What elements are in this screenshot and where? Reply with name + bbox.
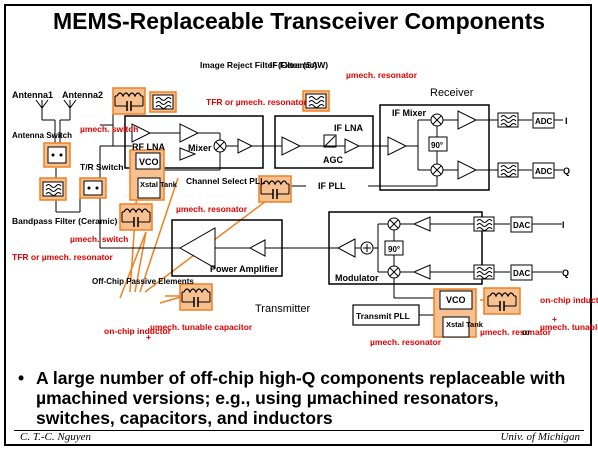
tfr-resonator-left-label: TFR or µmech. resonator — [12, 252, 113, 262]
footer-affiliation: Univ. of Michigan — [500, 431, 580, 443]
dac-i: DAC — [513, 221, 531, 230]
umech-resonator-bottom-left-label: µmech. resonator — [370, 337, 442, 347]
vco-left-label: VCO — [139, 157, 159, 167]
receiver-label: Receiver — [430, 87, 474, 99]
umech-switch-bottom-label: µmech. switch — [70, 234, 128, 244]
umech-resonator-mid-label: µmech. resonator — [176, 204, 248, 214]
power-amplifier-label: Power Amplifier — [210, 264, 279, 274]
mixer-label: Mixer — [188, 143, 212, 153]
on-chip-inductor-left-label: on-chip inductor — [104, 326, 172, 336]
dac-q: DAC — [513, 269, 531, 278]
umech-switch-top-label: µmech. switch — [80, 124, 138, 134]
receiver-chain — [100, 104, 563, 191]
antenna1-label: Antenna1 — [12, 90, 53, 100]
tx-q-input: Q — [562, 268, 569, 278]
tx-i-input: I — [562, 220, 565, 230]
antenna2-label: Antenna2 — [62, 90, 103, 100]
channel-select-pll-label: Channel Select PLL — [186, 176, 265, 186]
mems-replaceable-components — [39, 87, 521, 338]
if-lna-label: IF LNA — [334, 123, 363, 133]
xtal-tank-left-label: Xstal Tank — [140, 180, 178, 189]
modulator-label: Modulator — [335, 273, 379, 283]
umech-resonator-bottom-mid-label: µmech. resonator — [480, 327, 552, 337]
plus-left: + — [146, 332, 151, 342]
or-word: or — [522, 327, 531, 337]
transmitter-label: Transmitter — [255, 303, 311, 315]
rx-phase-shifter: 90° — [431, 141, 443, 150]
umech-resonator-top-label: µmech. resonator — [346, 70, 418, 80]
plus-right: + — [552, 314, 557, 324]
if-pll-label: IF PLL — [318, 181, 346, 191]
rf-lna-label: RF LNA — [132, 142, 165, 152]
on-chip-inductor-right-label: on-chip inductor — [540, 295, 598, 305]
tx-phase-shifter: 90° — [388, 245, 400, 254]
bandpass-filter-label: Bandpass Filter (Ceramic) — [12, 216, 118, 226]
tfr-resonator-top-label: TFR or µmech. resonator — [206, 97, 307, 107]
transmitter-chain — [99, 211, 562, 326]
slide-frame — [4, 4, 592, 446]
agc-label: AGC — [323, 155, 344, 165]
if-mixer-label: IF Mixer — [392, 108, 427, 118]
tr-switch-label: T/R Switch — [80, 162, 123, 172]
if-filter-label: IF Filter (SAW) — [270, 60, 328, 70]
adc-i: ADC — [535, 117, 553, 126]
footer-divider — [14, 430, 584, 431]
umech-tunable-cap-left-label: µmech. tunable capacitor — [150, 322, 253, 332]
vco-right-label: VCO — [446, 295, 466, 305]
transmit-pll-label: Transmit PLL — [356, 311, 410, 321]
rx-q-output: Q — [563, 166, 570, 176]
antenna-switch-label: Antenna Switch — [12, 131, 72, 140]
bullet-text: A large number of off-chip high-Q compon… — [36, 368, 566, 428]
xtal-tank-right-label: Xstal Tank — [446, 320, 484, 329]
off-chip-passive-label: Off-Chip Passive Elements — [92, 277, 194, 286]
rx-i-output: I — [565, 116, 568, 126]
slide-title: MEMS-Replaceable Transceiver Components — [52, 8, 546, 34]
adc-q: ADC — [535, 167, 553, 176]
bullet-mark: • — [18, 368, 25, 388]
footer-author: C. T.-C. Nguyen — [20, 431, 91, 443]
umech-tunable-cap-right-label: µmech. tunable capacitor — [540, 322, 598, 332]
image-reject-filter-label: Image Reject Filter (Ceramic) — [200, 60, 317, 70]
